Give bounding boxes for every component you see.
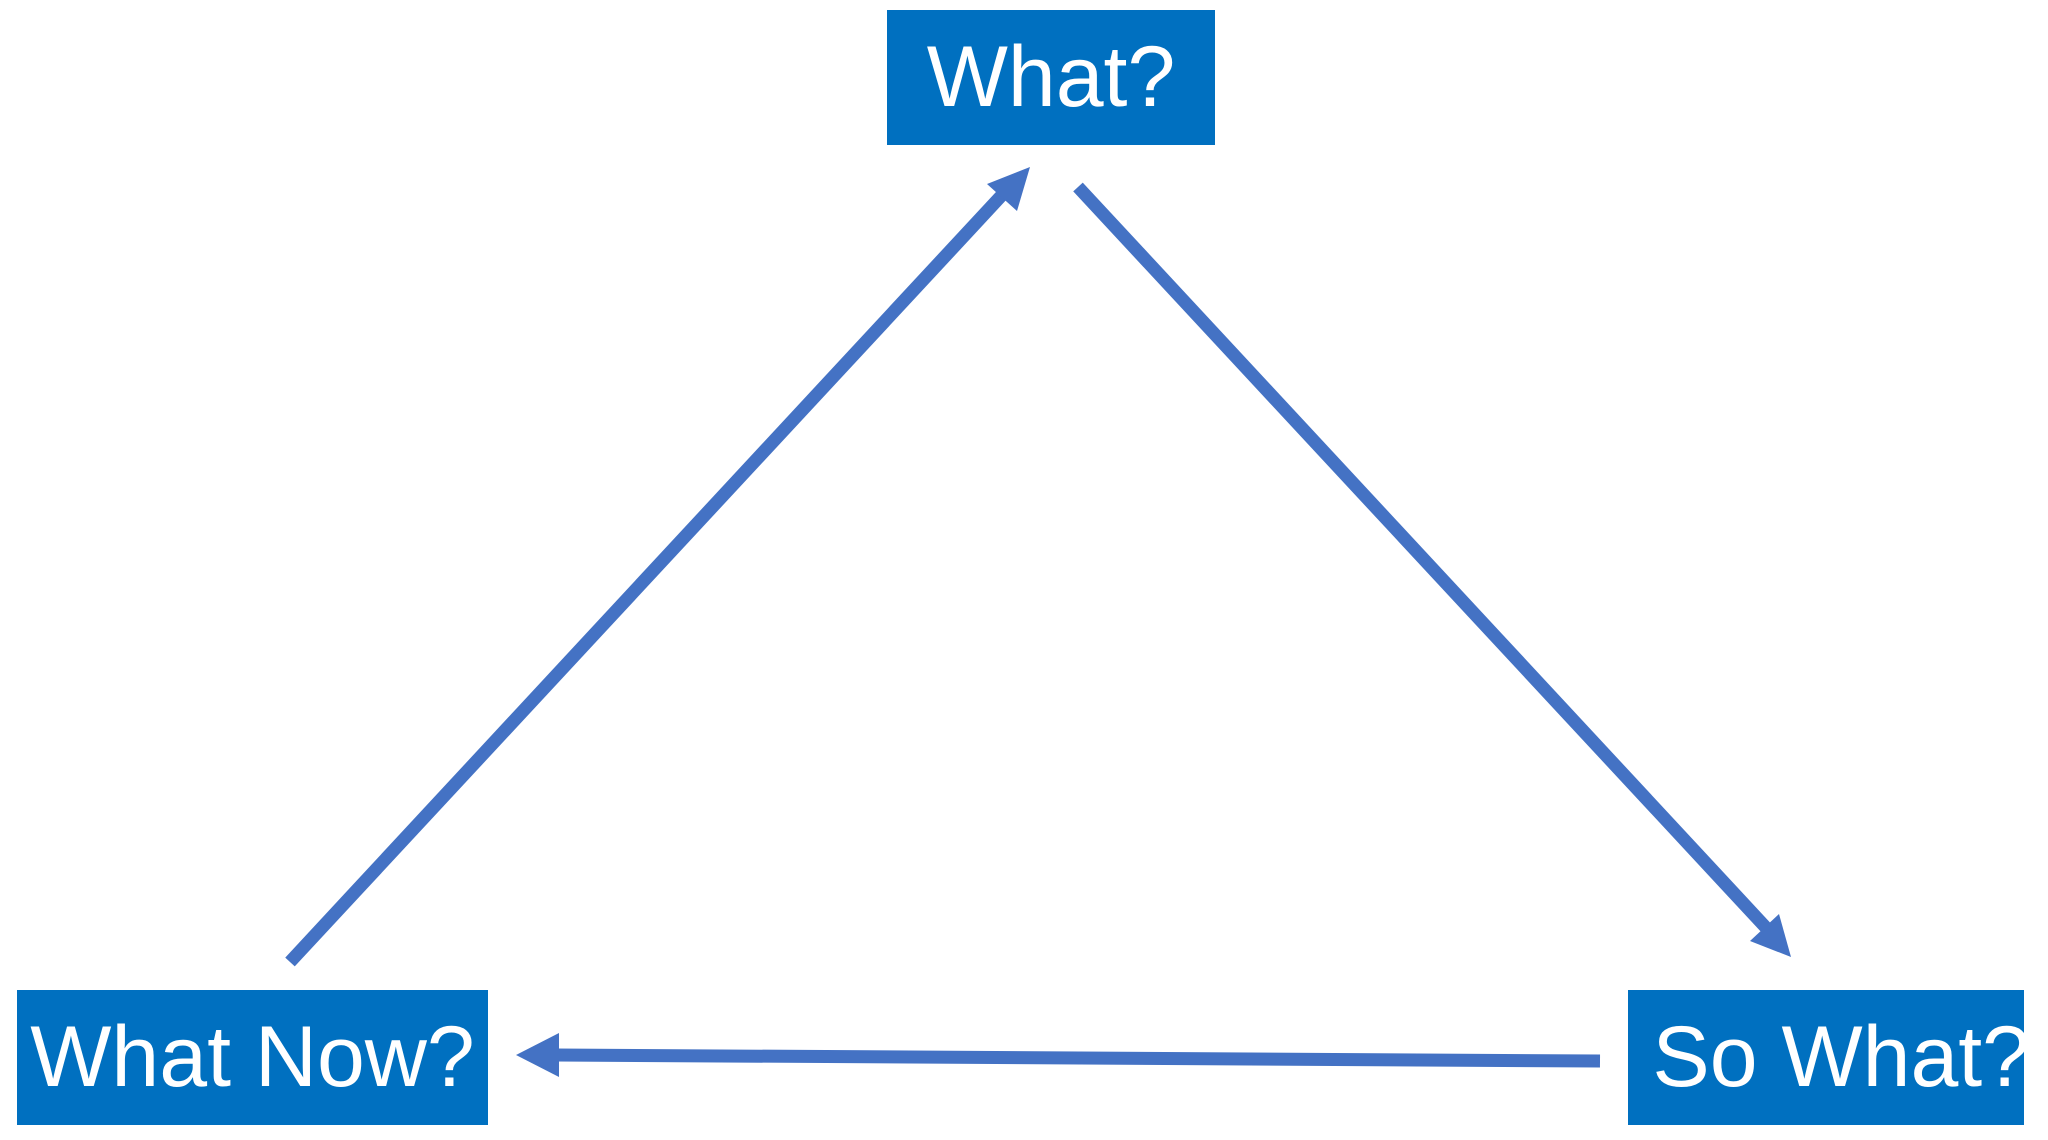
node-what-label: What? <box>926 29 1176 125</box>
arrowhead-what-now <box>516 1033 559 1077</box>
arrow-line-so-what-to-what-now <box>555 1048 1601 1068</box>
node-what-now-label: What Now? <box>30 1009 475 1105</box>
arrow-so-what-to-what-now <box>516 1033 1601 1077</box>
arrow-what-to-so-what <box>1073 182 1791 957</box>
node-so-what-label: So What? <box>1652 1009 2030 1105</box>
node-what-now: What Now? <box>17 990 488 1125</box>
arrow-what-now-to-what <box>285 167 1030 967</box>
arrowhead-so-what <box>1750 914 1791 957</box>
arrow-line-what-now-to-what <box>285 190 1007 967</box>
arrow-line-what-to-so-what <box>1073 182 1775 937</box>
arrowhead-what <box>987 167 1030 211</box>
node-what: What? <box>887 10 1215 145</box>
node-so-what: So What? <box>1628 990 2030 1125</box>
